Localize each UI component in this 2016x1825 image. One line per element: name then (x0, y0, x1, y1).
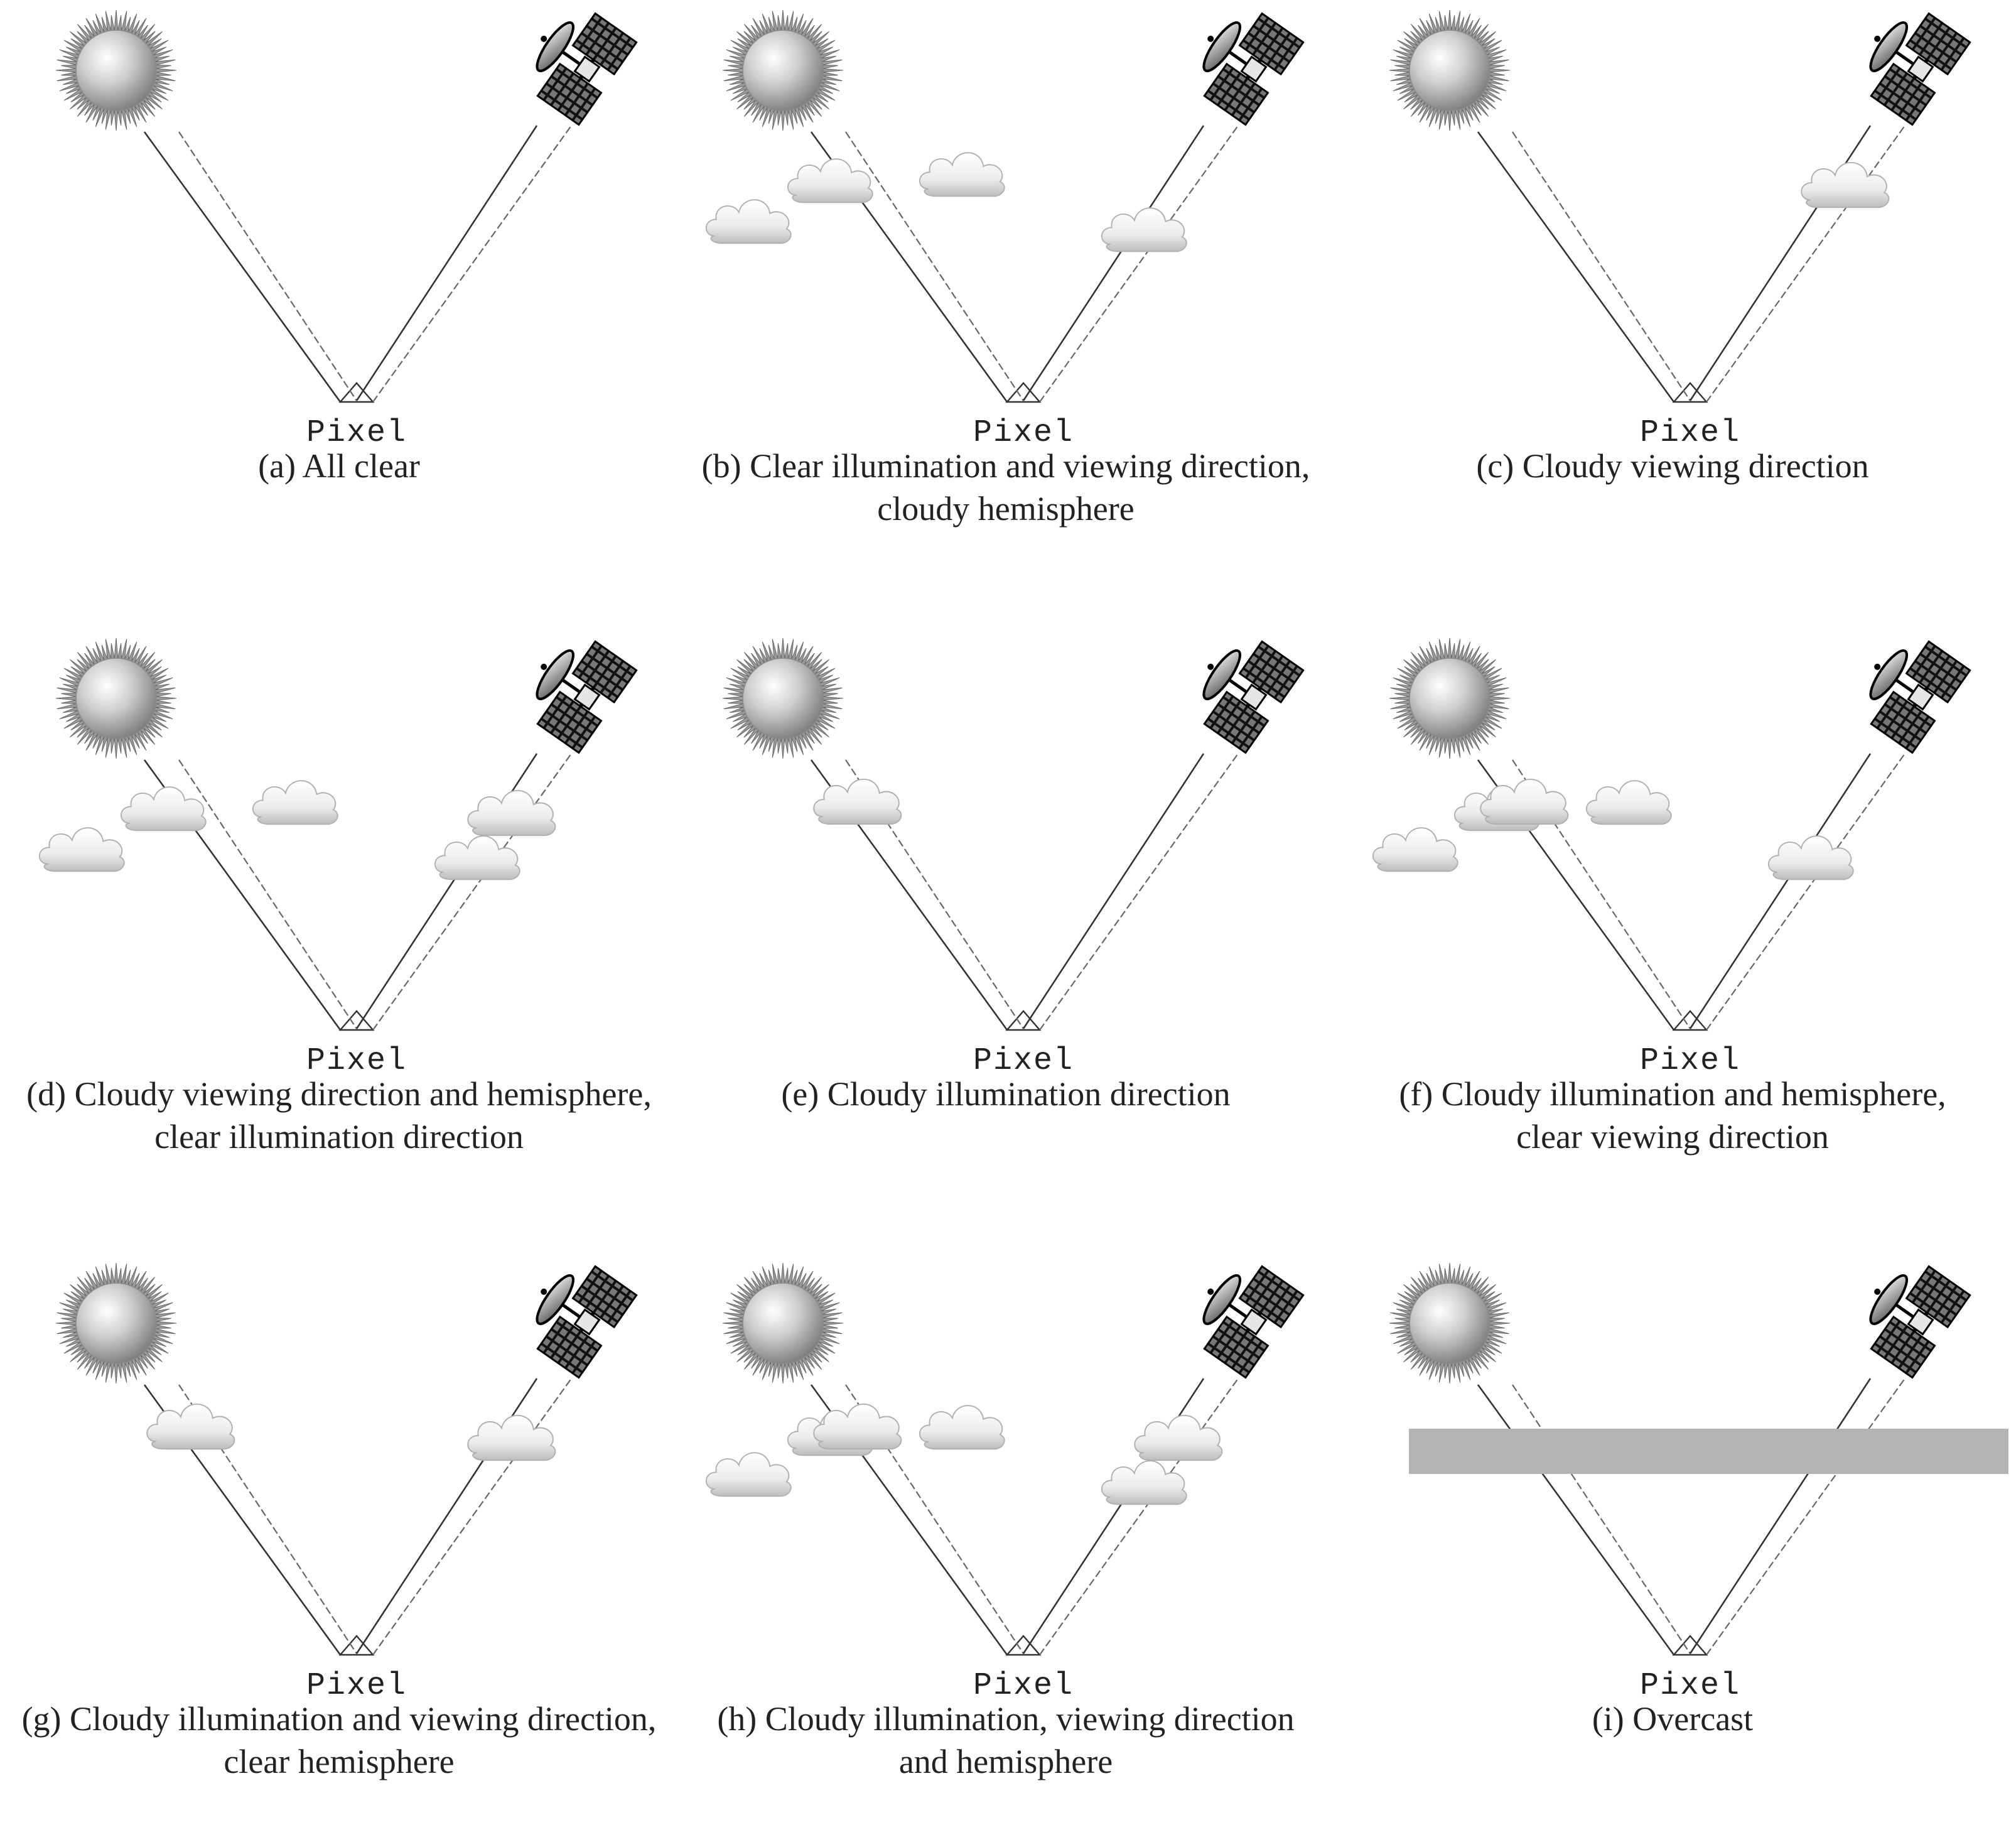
sun-icon (55, 1262, 177, 1384)
pixel-label: Pixel (306, 1043, 407, 1079)
cloud-icon (1101, 207, 1187, 252)
panel-caption: (d) Cloudy viewing direction and hemisph… (26, 1075, 652, 1113)
pixel-marker (1672, 382, 1708, 403)
panel-caption: cloudy hemisphere (877, 490, 1134, 528)
satellite-icon (1869, 640, 1971, 754)
panel-g: Pixel(g) Cloudy illumination and viewing… (22, 1262, 657, 1780)
panel-a: Pixel(a) All clear (55, 9, 638, 485)
satellite-icon (1869, 12, 1971, 126)
panel-caption: and hemisphere (899, 1743, 1113, 1780)
panel-c: Pixel(c) Cloudy viewing direction (1389, 9, 1971, 485)
pixel-marker (1672, 1635, 1708, 1656)
pixel-marker (338, 382, 375, 403)
pixel-label: Pixel (1640, 1668, 1740, 1704)
cloud-icon (434, 835, 520, 880)
cloud-icon (813, 778, 902, 825)
pixel-marker (1005, 382, 1042, 403)
panel-d: Pixel(d) Cloudy viewing direction and he… (26, 637, 652, 1156)
sun-icon (722, 637, 844, 759)
cloud-icon (1768, 835, 1854, 880)
sun-icon (55, 9, 177, 131)
panel-caption: (h) Cloudy illumination, viewing directi… (717, 1700, 1294, 1738)
cloud-icon (706, 1452, 792, 1497)
cloud-icon (813, 1403, 902, 1450)
satellite-icon (1202, 640, 1305, 754)
panel-f: Pixel(f) Cloudy illumination and hemisph… (1372, 637, 1971, 1156)
panel-caption: (c) Cloudy viewing direction (1476, 447, 1868, 485)
pixel-label: Pixel (973, 415, 1074, 451)
cloud-icon (1801, 161, 1890, 208)
pixel-label: Pixel (973, 1043, 1074, 1079)
satellite-icon (1869, 1265, 1971, 1379)
cloud-icon (467, 789, 556, 837)
pixel-marker (338, 1010, 375, 1031)
cloud-icon (467, 1414, 556, 1461)
pixel-label: Pixel (306, 1668, 407, 1704)
sun-icon (1389, 637, 1511, 759)
cloud-icon (1134, 1414, 1223, 1461)
panel-b: Pixel(b) Clear illumination and viewing … (702, 9, 1310, 528)
satellite-icon (1202, 12, 1305, 126)
cloud-icon (787, 158, 873, 203)
panel-caption: (i) Overcast (1592, 1700, 1753, 1738)
cloud-icon (1101, 1460, 1187, 1505)
panel-caption: (b) Clear illumination and viewing direc… (702, 447, 1310, 485)
satellite-icon (536, 640, 638, 754)
panel-h: Pixel(h) Cloudy illumination, viewing di… (706, 1262, 1305, 1780)
cloud-icon (121, 786, 207, 831)
panel-caption: clear viewing direction (1516, 1118, 1829, 1156)
overcast-cloud-layer (1409, 1429, 2008, 1474)
pixel-marker (1005, 1635, 1042, 1656)
cloud-icon (39, 827, 125, 872)
satellite-icon (536, 1265, 638, 1379)
panel-e: Pixel(e) Cloudy illumination direction (722, 637, 1305, 1113)
pixel-label: Pixel (1640, 415, 1740, 451)
pixel-marker (338, 1635, 375, 1656)
pixel-label: Pixel (1640, 1043, 1740, 1079)
cloud-icon (1372, 827, 1458, 872)
pixel-marker (1005, 1010, 1042, 1031)
light-paths (1477, 1378, 1905, 1655)
pixel-label: Pixel (306, 415, 407, 451)
satellite-icon (536, 12, 638, 126)
panel-caption: (f) Cloudy illumination and hemisphere, (1399, 1075, 1946, 1113)
sun-icon (722, 1262, 844, 1384)
light-paths (143, 125, 572, 403)
light-paths (810, 125, 1239, 403)
panel-caption: clear hemisphere (224, 1743, 454, 1780)
cloud-icon (252, 780, 338, 825)
panel-caption: (a) All clear (258, 447, 420, 485)
pixel-marker (1672, 1010, 1708, 1031)
panel-caption: (e) Cloudy illumination direction (781, 1075, 1230, 1113)
cloud-icon (146, 1403, 235, 1450)
sun-icon (722, 9, 844, 131)
sun-icon (1389, 1262, 1511, 1384)
cloud-icon (1586, 780, 1672, 825)
cloud-icon (706, 199, 792, 244)
satellite-icon (1202, 1265, 1305, 1379)
sun-icon (1389, 9, 1511, 131)
cloud-icon (1480, 778, 1569, 825)
panel-i: Pixel(i) Overcast (1389, 1262, 2008, 1738)
pixel-label: Pixel (973, 1668, 1074, 1704)
cloud-icon (919, 1405, 1005, 1450)
panel-caption: (g) Cloudy illumination and viewing dire… (22, 1700, 657, 1738)
cloud-icon (919, 152, 1005, 197)
panel-caption: clear illumination direction (154, 1118, 524, 1156)
sun-icon (55, 637, 177, 759)
